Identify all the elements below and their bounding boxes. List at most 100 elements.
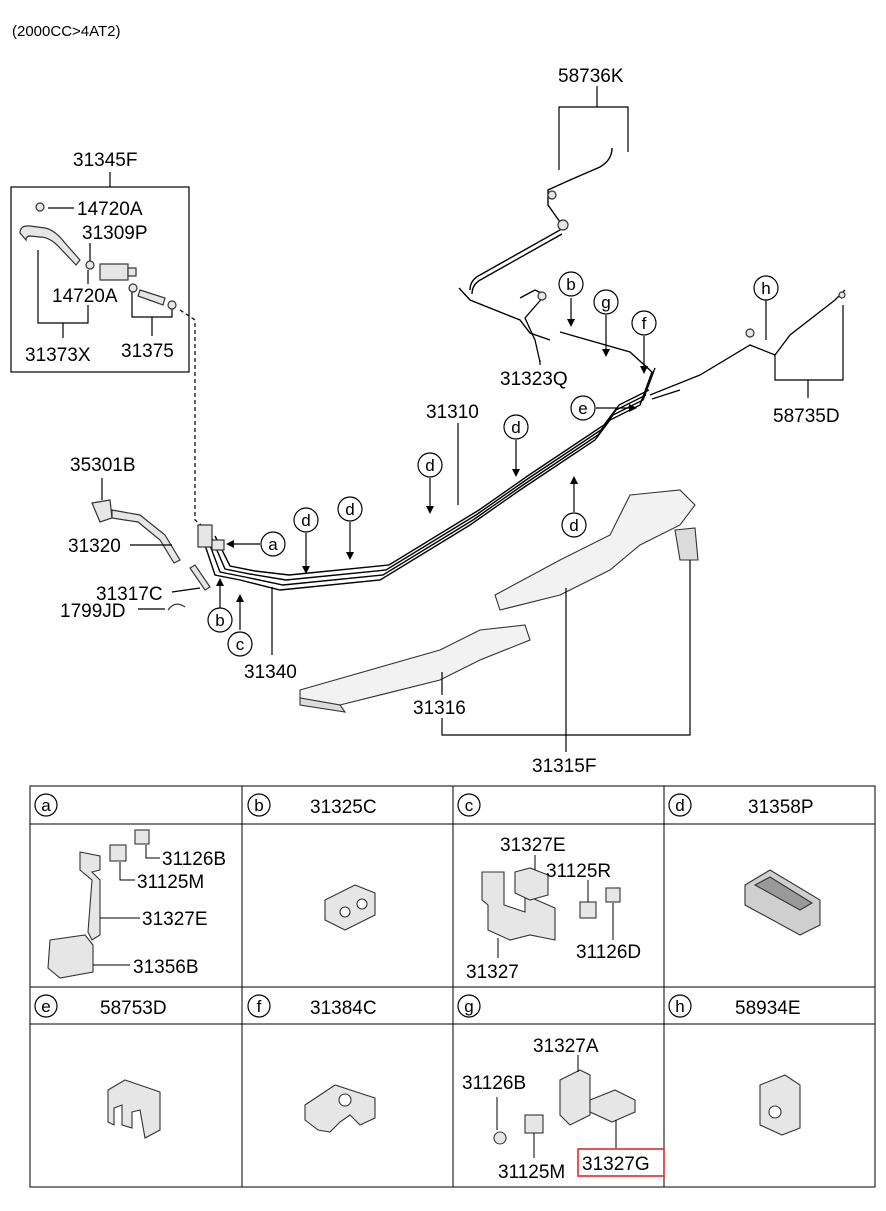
clip-31358P (744, 869, 821, 936)
hose-31375 (128, 283, 177, 310)
fuel-line-bundle (199, 331, 656, 591)
label-35301B: 35301B (70, 455, 136, 476)
table-headers: a b c d e f g h (34, 793, 692, 1018)
svg-text:31126B: 31126B (162, 849, 226, 870)
clamp-14720A-top (35, 202, 45, 212)
callout-g: g (593, 289, 619, 315)
callout-d-4: d (503, 414, 529, 440)
svg-text:d: d (301, 511, 310, 530)
hose-31373X (19, 225, 81, 266)
callout-d-2: d (337, 496, 363, 522)
svg-text:31126D: 31126D (576, 942, 641, 963)
svg-text:31125M: 31125M (498, 1162, 565, 1183)
svg-text:31327E: 31327E (142, 909, 208, 930)
svg-text:a: a (268, 535, 278, 554)
arrow-heads (216, 319, 648, 602)
label-31373X: 31373X (25, 345, 91, 366)
label-1799JD: 1799JD (60, 601, 126, 622)
variant-header: (2000CC>4AT2) (12, 23, 121, 40)
cell-header-e: e (34, 994, 58, 1018)
clip-31325C (324, 884, 376, 931)
callout-h: h (753, 275, 779, 301)
clip-table (29, 785, 876, 1188)
cell-header-g: g (457, 994, 481, 1018)
callout-d-3: d (417, 452, 443, 478)
title-d: 31358P (748, 797, 814, 818)
svg-text:d: d (345, 500, 354, 519)
label-31310: 31310 (426, 402, 479, 423)
svg-text:b: b (566, 275, 575, 294)
cell-c-parts (481, 867, 621, 941)
main-labels: 58736K 31345F 14720A 31309P 14720A 31373… (25, 66, 840, 777)
svg-text:h: h (761, 279, 770, 298)
svg-text:f: f (257, 997, 262, 1016)
cell-a-labels: 31126B 31125M 31327E 31356B (133, 849, 226, 978)
label-58736K: 58736K (558, 66, 624, 87)
cell-a-parts (47, 829, 150, 979)
svg-text:c: c (236, 635, 245, 654)
cell-g-labels: 31327A 31126B 31125M 31327G (462, 1036, 650, 1183)
clamp-14720A-mid (85, 260, 95, 270)
svg-text:e: e (578, 399, 587, 418)
clip-58753D (107, 1079, 161, 1139)
svg-text:31126B: 31126B (462, 1073, 526, 1094)
clip-58934E (759, 1074, 801, 1136)
svg-text:d: d (569, 516, 578, 535)
label-14720A-mid: 14720A (52, 286, 118, 307)
cell-header-c: c (457, 793, 481, 817)
svg-text:31125M: 31125M (137, 872, 204, 893)
highlight-box-31327G (577, 1148, 665, 1177)
svg-text:b: b (215, 611, 224, 630)
svg-text:d: d (425, 456, 434, 475)
callout-c: c (227, 631, 253, 657)
cell-g-leaders (496, 1055, 617, 1158)
label-31340: 31340 (244, 662, 297, 683)
callout-f: f (631, 310, 657, 336)
title-b: 31325C (310, 797, 377, 818)
svg-text:g: g (601, 293, 610, 312)
callout-e: e (570, 395, 596, 421)
connector-cluster (197, 524, 225, 551)
svg-text:e: e (41, 997, 50, 1016)
svg-text:31356B: 31356B (133, 957, 199, 978)
table-titles: 31325C 31358P 58753D 31384C 58934E (100, 797, 814, 1019)
callout-d-5: d (561, 512, 587, 538)
label-14720A-top: 14720A (77, 199, 143, 220)
label-31323Q: 31323Q (500, 369, 568, 390)
svg-text:31327: 31327 (466, 962, 519, 983)
fuel-line-diagram (10, 86, 846, 752)
cell-c-leaders (497, 855, 614, 958)
callout-d-1: d (293, 507, 319, 533)
label-31345F: 31345F (73, 150, 137, 171)
cell-g-parts (493, 1069, 636, 1145)
svg-text:d: d (511, 418, 520, 437)
cell-c-labels: 31327E 31125R 31327 31126D (466, 835, 641, 983)
cell-header-d: d (668, 793, 692, 817)
cell-header-a: a (34, 793, 58, 817)
svg-text:31125R: 31125R (546, 861, 611, 882)
svg-text:f: f (642, 314, 647, 333)
callout-a: a (260, 531, 286, 557)
label-31317C: 31317C (96, 584, 163, 605)
hose-31317C (189, 564, 211, 591)
callout-b-lower: b (207, 607, 233, 633)
title-f: 31384C (310, 998, 377, 1019)
label-31375: 31375 (121, 341, 174, 362)
label-31320: 31320 (68, 536, 121, 557)
svg-text:31327E: 31327E (500, 835, 566, 856)
cell-a-leaders (93, 845, 160, 966)
svg-text:h: h (675, 997, 684, 1016)
clip-1799JD (167, 603, 186, 611)
cell-header-b: b (247, 793, 271, 817)
label-31316: 31316 (413, 698, 466, 719)
callout-b-upper: b (558, 271, 584, 297)
svg-text:g: g (464, 997, 473, 1016)
crossmember-31316 (299, 624, 531, 713)
label-31315F: 31315F (532, 756, 596, 777)
crossmember-upper (494, 489, 699, 611)
label-58735D: 58735D (773, 406, 840, 427)
hose-31320 (91, 499, 181, 564)
filter-kit-box (10, 186, 190, 373)
svg-text:b: b (254, 796, 263, 815)
